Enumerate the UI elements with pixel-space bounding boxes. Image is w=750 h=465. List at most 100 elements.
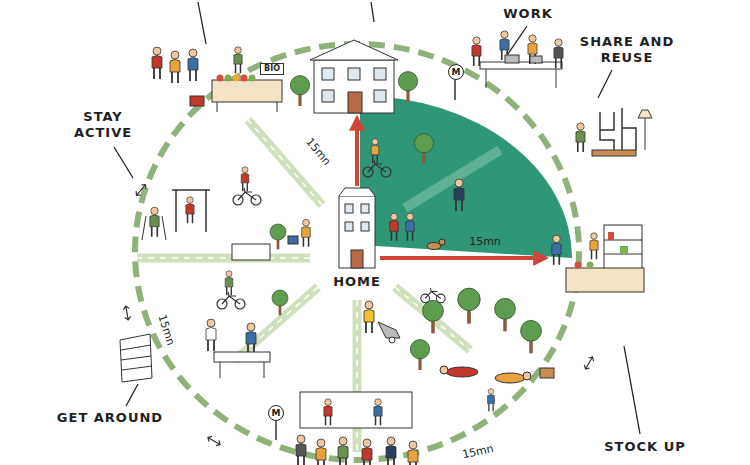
event-scene-part: [275, 421, 277, 440]
event-scene-part: [408, 441, 418, 465]
get-around-scene: [120, 334, 152, 382]
market-scene-part: [241, 75, 248, 82]
market-scene: [152, 47, 282, 112]
doctor-scene-part: [206, 319, 216, 351]
time-label: 15mn: [461, 442, 495, 462]
home-building-part: [345, 222, 353, 231]
green-zone-people: [363, 134, 464, 250]
worker-scene: [364, 301, 400, 343]
park-scene-part: [583, 355, 595, 370]
inner-cyclists-part: [241, 167, 249, 191]
event-scene-part: [296, 435, 306, 465]
inner-cyclists: [217, 167, 445, 316]
market-scene-part: [188, 49, 198, 81]
node-text: M: [452, 67, 461, 77]
category-label: GET AROUND: [57, 410, 163, 426]
green-zone-people-part: [454, 179, 464, 211]
leader-lines-part: [126, 384, 138, 406]
work-scene: [472, 31, 563, 88]
home-building-part: [339, 196, 375, 268]
top-building-part: [374, 90, 386, 102]
green-zone-people-part: [390, 213, 399, 240]
leader-lines-part: [198, 2, 206, 44]
park-scene-part: [521, 320, 542, 353]
radial-roads-part: [405, 150, 500, 208]
top-building-part: [290, 76, 309, 106]
top-building-part: [322, 90, 334, 102]
share-reuse-scene-part: [576, 123, 585, 152]
radial-roads: [137, 120, 500, 452]
top-building: [290, 40, 455, 113]
category-label: STAY ACTIVE: [63, 109, 143, 142]
event-scene-part: [386, 437, 396, 465]
home-building-part: [339, 188, 375, 196]
park-scene-part: [495, 298, 516, 331]
shop-scene-part: [608, 232, 614, 240]
inner-cyclists-part: [302, 219, 311, 246]
park-scene-part: [495, 373, 525, 383]
work-scene-part: [505, 55, 519, 63]
radial-roads-part: [137, 120, 470, 452]
worker-scene-part: [389, 337, 395, 343]
work-scene-part: [530, 56, 542, 63]
shop-scene-part: [587, 262, 594, 269]
market-scene-part: [190, 96, 204, 106]
top-building-part: [348, 92, 362, 113]
get-around-scene-part: [120, 334, 152, 382]
home-building: [339, 188, 375, 268]
home-node: HOME: [331, 273, 383, 290]
market-scene-part: [170, 51, 180, 83]
top-building-part: [348, 68, 360, 80]
inner-cyclists-part: [225, 271, 233, 295]
work-scene-part: [486, 69, 556, 88]
leader-lines-part: [598, 70, 612, 98]
category-label: STOCK UP: [604, 439, 686, 455]
work-scene-part: [554, 39, 563, 68]
category-label: SHARE AND REUSE: [577, 34, 677, 67]
leader-lines-part: [624, 346, 640, 434]
event-scene-part: [316, 439, 326, 465]
red-arrows-part: [380, 256, 546, 260]
home-building-part: [351, 250, 363, 268]
shop-scene-part: [566, 268, 644, 292]
shop-scene-part: [590, 233, 598, 259]
category-label: WORK: [503, 6, 552, 22]
home-building-part: [345, 204, 353, 213]
top-building-part: [454, 80, 456, 100]
top-building-part: [314, 60, 394, 113]
inner-cyclists-part: [288, 236, 298, 244]
top-building-part: [398, 72, 417, 102]
market-scene-part: [152, 47, 162, 79]
market-sign: BIO: [260, 63, 284, 75]
market-scene-part: [249, 75, 256, 82]
stay-active-scene: [123, 183, 210, 321]
top-building-part: [310, 40, 398, 60]
stay-active-scene-part: [123, 306, 131, 321]
park-scene-part: [487, 389, 494, 412]
event-scene-part: [300, 392, 412, 428]
get-around-scene-part: [121, 345, 152, 370]
shop-scene-part: [575, 262, 582, 269]
event-scene: [206, 392, 418, 465]
home-building-part: [361, 204, 369, 213]
node-text: M: [272, 408, 281, 418]
park-scene-part: [540, 368, 554, 378]
leader-lines-part: [508, 26, 527, 54]
event-scene-part: [374, 399, 382, 425]
red-arrows-part: [355, 118, 359, 186]
leader-lines: [114, 2, 640, 434]
metro-sign: M: [268, 405, 284, 421]
green-sector-part: [360, 96, 572, 258]
top-building-part: [374, 68, 386, 80]
green-zone-people-part: [439, 239, 445, 245]
work-scene-part: [472, 37, 481, 66]
shop-scene-part: [604, 225, 642, 269]
event-scene-part: [206, 435, 221, 447]
event-scene-part: [324, 399, 332, 425]
leader-lines-part: [371, 2, 374, 22]
work-scene-part: [480, 62, 562, 69]
doctor-scene-part: [246, 323, 256, 355]
node-text: BIO: [264, 64, 280, 74]
